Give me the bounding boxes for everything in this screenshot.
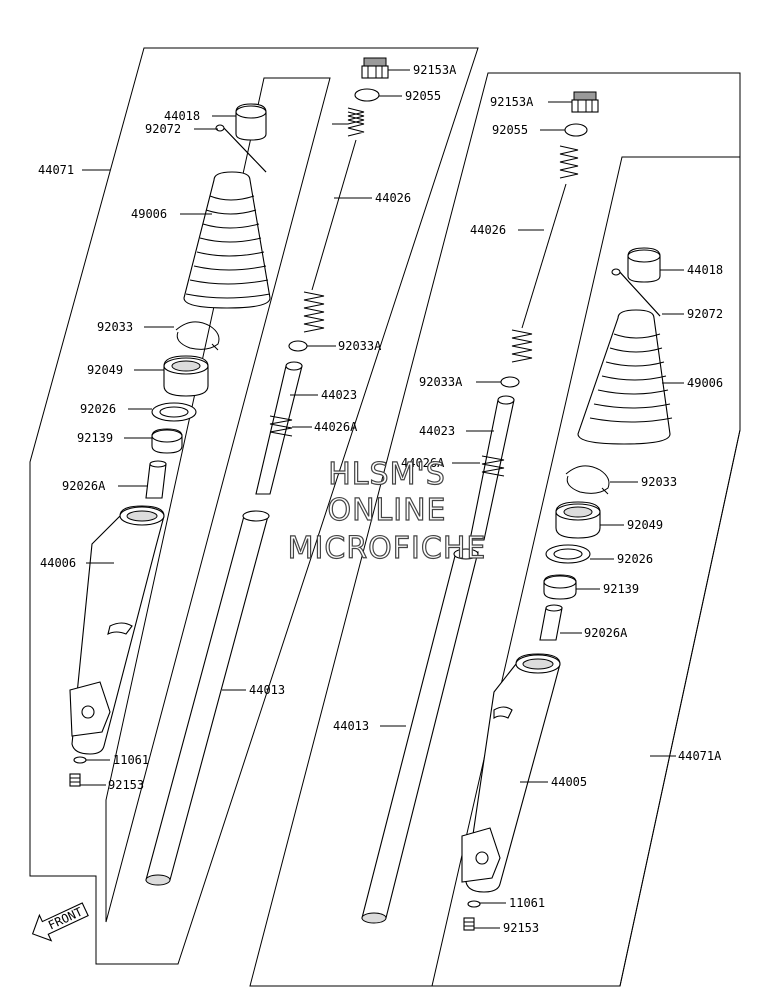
label-92026a-left: 92026A bbox=[62, 479, 106, 493]
clamp-92072-right bbox=[611, 268, 661, 317]
front-arrow-icon: FRONT bbox=[31, 902, 89, 942]
label-44026-right: 44026 bbox=[470, 223, 506, 237]
spacer-92033a-left bbox=[288, 340, 308, 352]
label-49006-left: 49006 bbox=[131, 207, 167, 221]
label-44013-right: 44013 bbox=[333, 719, 369, 733]
label-44006: 44006 bbox=[40, 556, 76, 570]
left-inner-tube-frame bbox=[105, 77, 331, 923]
label-92033-left: 92033 bbox=[97, 320, 133, 334]
left-fork-frame bbox=[29, 47, 479, 965]
label-44018-right: 44018 bbox=[687, 263, 723, 277]
label-92026a-right: 92026A bbox=[584, 626, 628, 640]
label-92033a-right: 92033A bbox=[419, 375, 463, 389]
cap-bolt-right bbox=[571, 91, 599, 113]
dust-seal-left bbox=[235, 103, 267, 141]
cap-bolt-left bbox=[361, 57, 389, 79]
label-92026-right: 92026 bbox=[617, 552, 653, 566]
label-92055-right: 92055 bbox=[492, 123, 528, 137]
bushing-92139-left bbox=[151, 428, 183, 454]
fork-spring-left bbox=[303, 107, 365, 333]
label-92072-right: 92072 bbox=[687, 307, 723, 321]
fork-boot-right bbox=[577, 309, 673, 445]
label-49006-right: 49006 bbox=[687, 376, 723, 390]
sub-spring-right bbox=[481, 455, 505, 477]
label-92153a-left: 92153A bbox=[413, 63, 457, 77]
label-92139-right: 92139 bbox=[603, 582, 639, 596]
sub-spring-left bbox=[269, 415, 293, 437]
retaining-ring-right bbox=[565, 465, 610, 495]
front-label: FRONT bbox=[46, 905, 85, 933]
fork-boot-left bbox=[183, 171, 271, 309]
label-92153a-right: 92153A bbox=[490, 95, 534, 109]
label-11061-left: 11061 bbox=[113, 753, 149, 767]
bolt-92153-right bbox=[463, 917, 475, 931]
label-44018-left: 44018 bbox=[164, 109, 200, 123]
label-44071a: 44071A bbox=[678, 749, 722, 763]
collar-44023-left bbox=[255, 361, 303, 495]
oil-seal-left bbox=[163, 355, 209, 397]
watermark-line-3: MICROFICHE bbox=[288, 531, 487, 566]
label-92049-right: 92049 bbox=[627, 518, 663, 532]
spacer-92033a-right bbox=[500, 376, 520, 388]
washer-92026-right bbox=[545, 544, 591, 564]
washer-92055-right bbox=[564, 123, 588, 137]
label-44071: 44071 bbox=[38, 163, 74, 177]
label-11061-right: 11061 bbox=[509, 896, 545, 910]
label-92049-left: 92049 bbox=[87, 363, 123, 377]
leader-lines bbox=[80, 69, 684, 929]
label-92139-left: 92139 bbox=[77, 431, 113, 445]
collar-44023-right bbox=[469, 395, 515, 541]
outer-tube-44005 bbox=[461, 653, 561, 893]
label-92033a-left: 92033A bbox=[338, 339, 382, 353]
bushing-92139-right bbox=[543, 574, 577, 600]
label-44026-left: 44026 bbox=[375, 191, 411, 205]
label-92072-left: 92072 bbox=[145, 122, 181, 136]
label-92153-left: 92153 bbox=[108, 778, 144, 792]
gasket-11061-right bbox=[467, 900, 481, 908]
dust-seal-right bbox=[627, 247, 661, 283]
label-44013-left: 44013 bbox=[249, 683, 285, 697]
retaining-ring-left bbox=[175, 321, 220, 351]
label-44026a-left: 44026A bbox=[314, 420, 358, 434]
inner-tube-left bbox=[145, 510, 270, 886]
fork-spring-right bbox=[511, 145, 579, 363]
label-44023-left: 44023 bbox=[321, 388, 357, 402]
label-92026-left: 92026 bbox=[80, 402, 116, 416]
washer-92026-left bbox=[151, 402, 197, 422]
bolt-92153-left bbox=[69, 773, 81, 787]
bushing-92026a-right bbox=[539, 604, 563, 641]
label-44026a-right: 44026A bbox=[401, 456, 445, 470]
washer-92055-left bbox=[354, 88, 380, 102]
gasket-11061-left bbox=[73, 756, 87, 764]
label-92033-right: 92033 bbox=[641, 475, 677, 489]
bushing-92026a-left bbox=[145, 460, 167, 499]
label-92153-right: 92153 bbox=[503, 921, 539, 935]
oil-seal-right bbox=[555, 501, 601, 539]
label-92055-left: 92055 bbox=[405, 89, 441, 103]
label-44005: 44005 bbox=[551, 775, 587, 789]
outer-tube-44006 bbox=[69, 505, 165, 755]
watermark-line-1: HLSM'S bbox=[328, 457, 446, 492]
inner-tube-right bbox=[361, 548, 479, 924]
label-44023-right: 44023 bbox=[419, 424, 455, 438]
watermark-line-2: ONLINE bbox=[327, 493, 446, 528]
